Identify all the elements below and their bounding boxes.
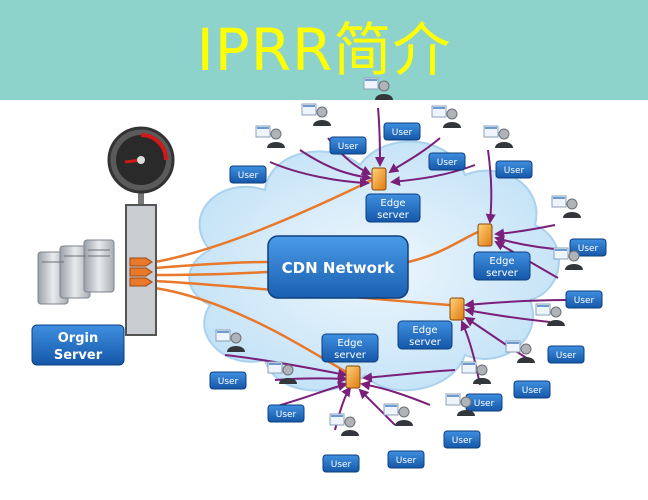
user-label: User [556, 351, 577, 361]
origin-server-label: Orgin Server [31, 324, 125, 366]
gauge-icon [107, 126, 175, 210]
user-label: User [338, 142, 359, 152]
person-icon [282, 364, 294, 376]
edge-server-middle: Edge server [397, 297, 465, 350]
monitor-icon [431, 105, 447, 118]
user-node: User [505, 340, 551, 399]
monitor-icon [383, 403, 399, 416]
svg-text:CDN Network: CDN Network [282, 259, 396, 277]
person-icon [446, 108, 458, 120]
user-label: User [574, 296, 595, 306]
monitor-icon [255, 125, 271, 138]
monitor-icon [535, 303, 551, 316]
person-icon [568, 250, 580, 262]
user-label-box [495, 160, 533, 179]
user-node: User [301, 103, 367, 155]
user-node: User [322, 413, 360, 473]
user-label-box [209, 371, 247, 390]
person-icon [316, 106, 328, 118]
gateway-bar [125, 204, 157, 336]
users: UserUserUserUserUserUserUserUserUserUser… [209, 77, 607, 473]
user-node: User [363, 77, 421, 141]
edge-server-bottom: Edge server [321, 333, 379, 389]
svg-text:Server: Server [54, 348, 103, 363]
user-label: User [392, 128, 413, 138]
svg-text:server: server [409, 337, 442, 348]
user-label-box [428, 152, 466, 171]
user-node: User [535, 303, 585, 364]
edge-server-top: Edge server [365, 167, 421, 223]
svg-text:Orgin: Orgin [58, 331, 98, 346]
user-label: User [238, 171, 259, 181]
user-node: User [461, 361, 503, 412]
user-label: User [276, 410, 297, 420]
person-icon [460, 396, 472, 408]
user-label-box [387, 450, 425, 469]
user-label: User [474, 399, 495, 409]
person-icon [550, 306, 562, 318]
user-node: User [209, 329, 247, 390]
svg-text:Edge: Edge [337, 338, 362, 349]
user-node: User [267, 361, 305, 423]
monitor-icon [461, 361, 477, 374]
person-icon [498, 128, 510, 140]
user-node: User [383, 403, 425, 469]
person-icon [566, 198, 578, 210]
user-label-box [547, 345, 585, 364]
monitor-icon [483, 125, 499, 138]
user-node: User [229, 125, 285, 184]
person-icon [344, 416, 356, 428]
origin-server-icon [37, 239, 115, 305]
person-icon [230, 332, 242, 344]
monitor-icon [267, 361, 283, 374]
title-band [0, 0, 648, 100]
monitor-icon [301, 103, 317, 116]
svg-text:Edge: Edge [380, 198, 405, 209]
user-label: User [452, 436, 473, 446]
user-label-box [513, 380, 551, 399]
monitor-icon [505, 340, 521, 353]
svg-text:server: server [377, 210, 410, 221]
edge-server-right: Edge server [473, 223, 531, 281]
user-node: User [553, 247, 603, 309]
user-label-box [565, 290, 603, 309]
user-label-box [329, 136, 367, 155]
slide-title: IPRR简介 [196, 16, 452, 84]
monitor-icon [329, 413, 345, 426]
cdn-network-box: CDN Network [267, 235, 409, 299]
user-node: User [443, 393, 481, 449]
person-icon [520, 343, 532, 355]
monitor-icon [363, 77, 379, 90]
user-label-box [443, 430, 481, 449]
user-label: User [522, 386, 543, 396]
user-label: User [396, 456, 417, 466]
person-icon [398, 406, 410, 418]
monitor-icon [445, 393, 461, 406]
user-label: User [331, 460, 352, 470]
svg-text:Edge: Edge [412, 325, 437, 336]
user-label: User [578, 244, 599, 254]
user-label: User [504, 166, 525, 176]
monitor-icon [215, 329, 231, 342]
svg-text:Edge: Edge [489, 256, 514, 267]
user-label-box [322, 454, 360, 473]
svg-text:server: server [486, 268, 519, 279]
user-node: User [483, 125, 533, 179]
user-label: User [437, 158, 458, 168]
user-label-box [383, 122, 421, 141]
user-label-box [569, 238, 607, 257]
user-label-box [267, 404, 305, 423]
person-icon [270, 128, 282, 140]
monitor-icon [551, 195, 567, 208]
monitor-icon [553, 247, 569, 260]
user-label-box [229, 165, 267, 184]
user-node: User [551, 195, 607, 257]
user-label: User [218, 377, 239, 387]
svg-text:server: server [334, 350, 367, 361]
user-node: User [428, 105, 466, 171]
person-icon [378, 80, 390, 92]
person-icon [476, 364, 488, 376]
